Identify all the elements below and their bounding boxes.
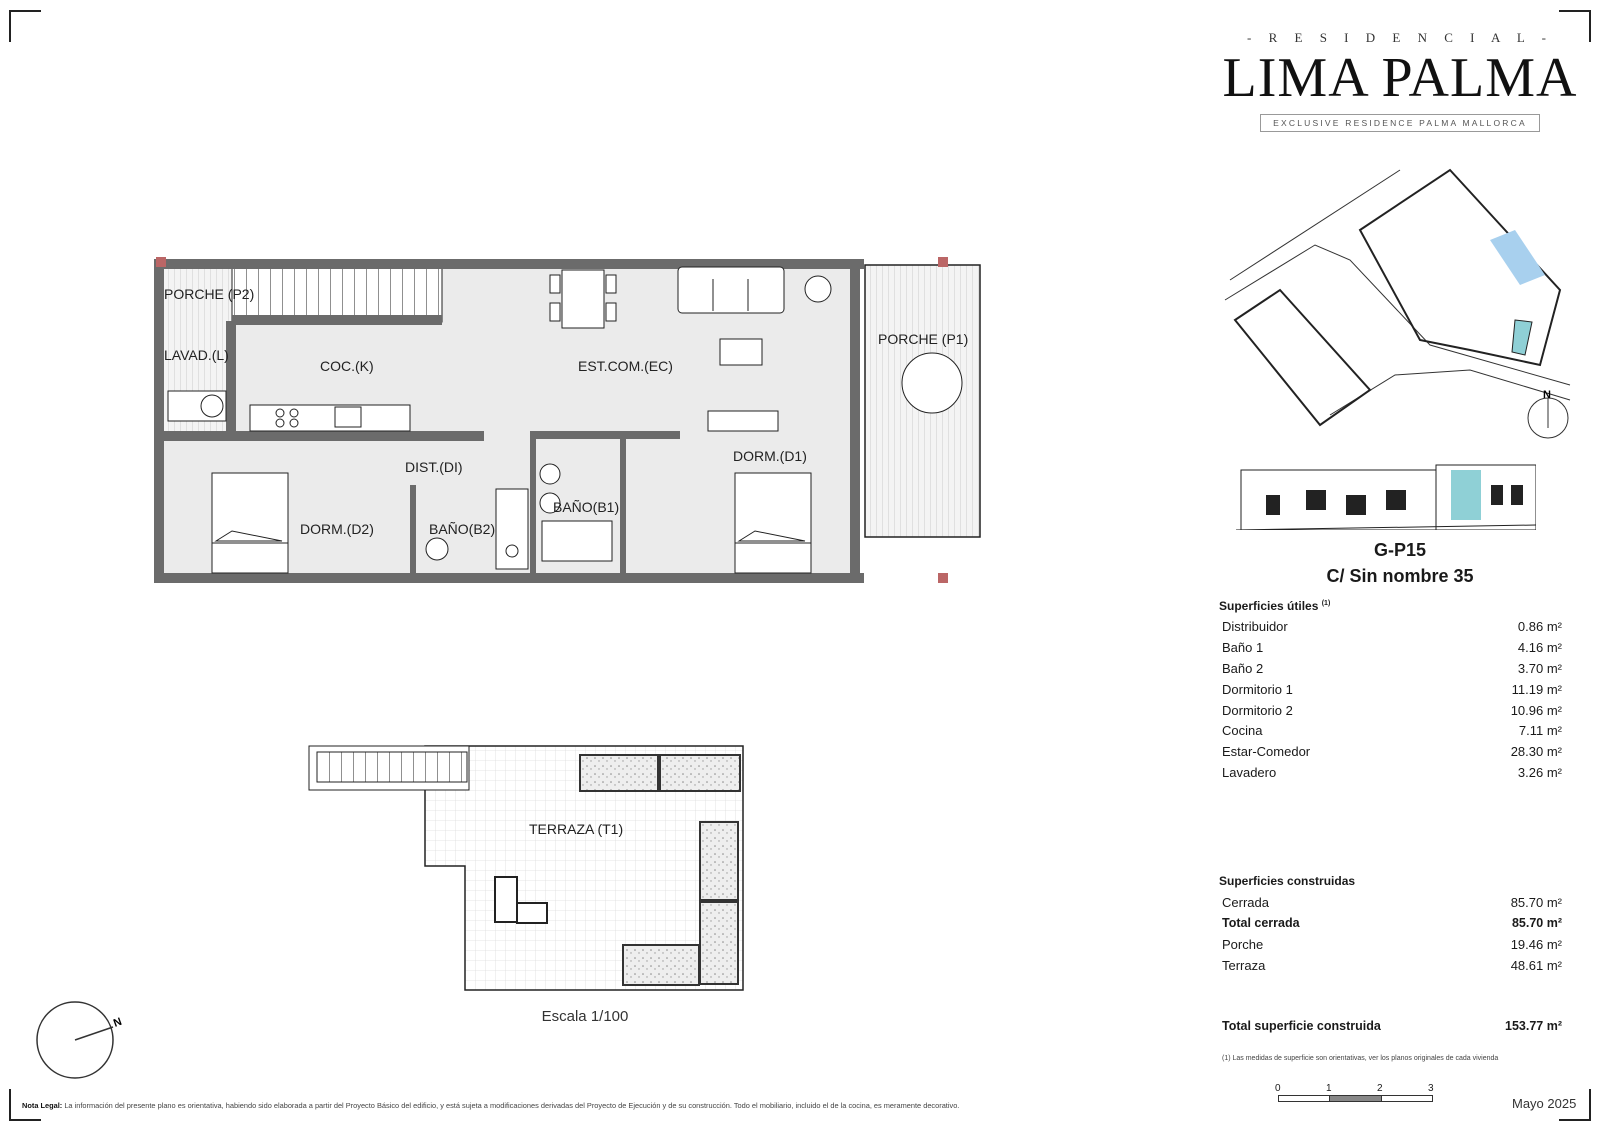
scale-tick: 3: [1428, 1083, 1434, 1094]
surface-value: 11.19 m²: [1511, 682, 1562, 697]
surface-value: 4.16 m²: [1517, 640, 1562, 655]
footnote-mark: (1): [1321, 600, 1331, 607]
built-row: Cerrada 85.70 m²: [1222, 895, 1562, 915]
surface-row: Lavadero 3.26 m²: [1222, 765, 1562, 785]
useful-surfaces-title-text: Superficies útiles: [1219, 599, 1319, 613]
room-label-bano-b1: BAÑO(B1): [553, 499, 620, 515]
brand-name: LIMA PALMA: [1222, 47, 1578, 109]
svg-text:N: N: [112, 1016, 124, 1030]
surface-row: Cocina 7.11 m²: [1222, 723, 1562, 743]
built-value: 48.61 m²: [1510, 958, 1562, 973]
built-label: Cerrada: [1222, 895, 1269, 910]
surface-value: 3.70 m²: [1517, 661, 1562, 676]
surface-row: Baño 1 4.16 m²: [1222, 640, 1562, 660]
crop-mark-top-left: [9, 10, 41, 42]
surface-value: 10.96 m²: [1510, 703, 1562, 718]
north-label: N: [1543, 389, 1551, 401]
compass-icon: N: [36, 1001, 124, 1079]
site-plan-map: N: [1224, 168, 1571, 439]
surface-value: 3.26 m²: [1517, 765, 1562, 780]
total-value: 153.77 m²: [1505, 1019, 1562, 1033]
surface-label: Distribuidor: [1222, 619, 1288, 634]
room-label-dormitorio-d1: DORM.(D1): [733, 448, 807, 464]
legal-note-label: Nota Legal:: [22, 1101, 63, 1110]
surface-label: Lavadero: [1222, 765, 1277, 780]
built-value: 19.46 m²: [1510, 937, 1562, 952]
surface-value: 28.30 m²: [1510, 744, 1562, 759]
date-label: Mayo 2025: [1512, 1096, 1577, 1111]
scale-tick: 0: [1275, 1083, 1281, 1094]
room-label-distribuidor: DIST.(DI): [405, 459, 463, 475]
built-row-total-cerrada: Total cerrada 85.70 m²: [1222, 916, 1562, 936]
surface-label: Estar-Comedor: [1222, 744, 1311, 759]
legal-note: Nota Legal: La información del presente …: [22, 1101, 959, 1110]
terrace-plan: [308, 745, 744, 991]
unit-address: C/ Sin nombre 35: [1326, 566, 1474, 586]
room-label-lavadero: LAVAD.(L): [164, 347, 229, 363]
surface-label: Cocina: [1222, 723, 1263, 738]
built-label: Porche: [1222, 937, 1264, 952]
scale-bar: 0 1 2 3: [1275, 1083, 1438, 1102]
crop-mark-top-right: [1559, 10, 1591, 42]
surface-row: Dormitorio 2 10.96 m²: [1222, 703, 1562, 723]
built-label: Total cerrada: [1222, 916, 1300, 930]
surface-row: Estar-Comedor 28.30 m²: [1222, 744, 1562, 764]
built-value: 85.70 m²: [1511, 916, 1562, 930]
total-label: Total superficie construida: [1222, 1019, 1381, 1033]
plan-scale-label: Escala 1/100: [541, 1008, 629, 1025]
room-label-cocina: COC.(K): [320, 358, 374, 374]
brand-tagline: EXCLUSIVE RESIDENCE PALMA MALLORCA: [1260, 114, 1540, 132]
ground-floor-plan: [154, 257, 981, 583]
surface-value: 7.11 m²: [1518, 723, 1562, 738]
building-elevation: [1236, 464, 1536, 530]
room-label-terraza: TERRAZA (T1): [529, 821, 624, 837]
surface-label: Dormitorio 2: [1222, 703, 1293, 718]
room-label-estar-comedor: EST.COM.(EC): [578, 358, 673, 374]
surface-footnote: (1) Las medidas de superficie son orient…: [1222, 1055, 1499, 1062]
surface-value: 0.86 m²: [1517, 619, 1562, 634]
brand-logo: - R E S I D E N C I A L - LIMA PALMA EXC…: [1210, 30, 1590, 132]
scale-tick: 2: [1377, 1083, 1383, 1094]
surface-label: Dormitorio 1: [1222, 682, 1293, 697]
room-label-porche-p2: PORCHE (P2): [164, 286, 255, 302]
surface-row: Dormitorio 1 11.19 m²: [1222, 682, 1562, 702]
built-label: Terraza: [1222, 958, 1266, 973]
legal-note-text: La información del presente plano es ori…: [64, 1101, 960, 1110]
built-row: Terraza 48.61 m²: [1222, 958, 1562, 978]
brand-prefix: - R E S I D E N C I A L -: [1247, 30, 1553, 45]
surface-label: Baño 2: [1222, 661, 1264, 676]
crop-mark-bottom-right: [1559, 1089, 1591, 1121]
useful-surfaces-title: Superficies útiles (1): [1219, 599, 1330, 613]
room-label-bano-b2: BAÑO(B2): [429, 521, 496, 537]
room-label-dormitorio-d2: DORM.(D2): [300, 521, 374, 537]
surface-row: Distribuidor 0.86 m²: [1222, 619, 1562, 639]
surface-row: Baño 2 3.70 m²: [1222, 661, 1562, 681]
built-row: Porche 19.46 m²: [1222, 937, 1562, 957]
built-surfaces-title: Superficies construidas: [1219, 874, 1356, 888]
crop-mark-bottom-left: [9, 1089, 41, 1121]
built-value: 85.70 m²: [1510, 895, 1562, 910]
unit-code: G-P15: [1373, 540, 1427, 560]
room-label-porche-p1: PORCHE (P1): [878, 331, 969, 347]
total-built-surface-row: Total superficie construida 153.77 m²: [1222, 1019, 1562, 1039]
scale-tick: 1: [1326, 1083, 1332, 1094]
surface-label: Baño 1: [1222, 640, 1264, 655]
